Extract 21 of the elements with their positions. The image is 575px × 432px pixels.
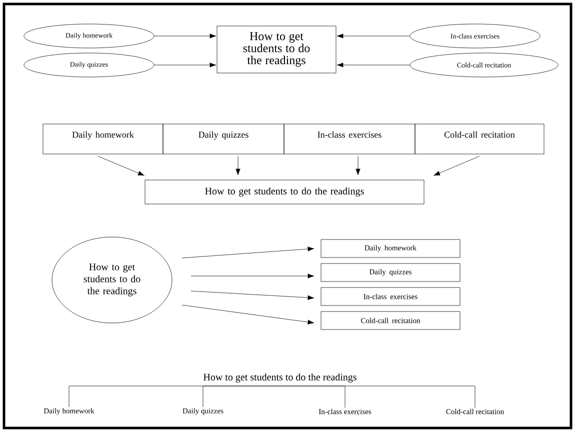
table-cell: Daily homework — [42, 124, 164, 154]
arrow — [98, 156, 144, 176]
arrow — [434, 156, 480, 176]
connector-line — [202, 386, 280, 408]
topic-box: How to get students to do the readings — [144, 180, 424, 204]
arrow — [336, 34, 410, 38]
arrow — [336, 62, 410, 68]
arrow — [190, 290, 314, 300]
arrow — [356, 156, 360, 176]
arrow — [154, 62, 216, 68]
arrow — [182, 304, 314, 324]
arrow — [182, 246, 314, 258]
tree-root-text: How to get students to do the readings — [204, 373, 356, 383]
arrow — [236, 156, 240, 176]
table-cell: Cold-call recitation — [414, 124, 544, 154]
connector-line — [280, 386, 476, 408]
table-cell: Daily quizzes — [162, 124, 284, 154]
table-cell: In-class exercises — [284, 124, 416, 154]
topic-box: How to get students to do the readings — [216, 26, 336, 74]
arrow — [190, 274, 314, 278]
arrow — [154, 34, 216, 38]
